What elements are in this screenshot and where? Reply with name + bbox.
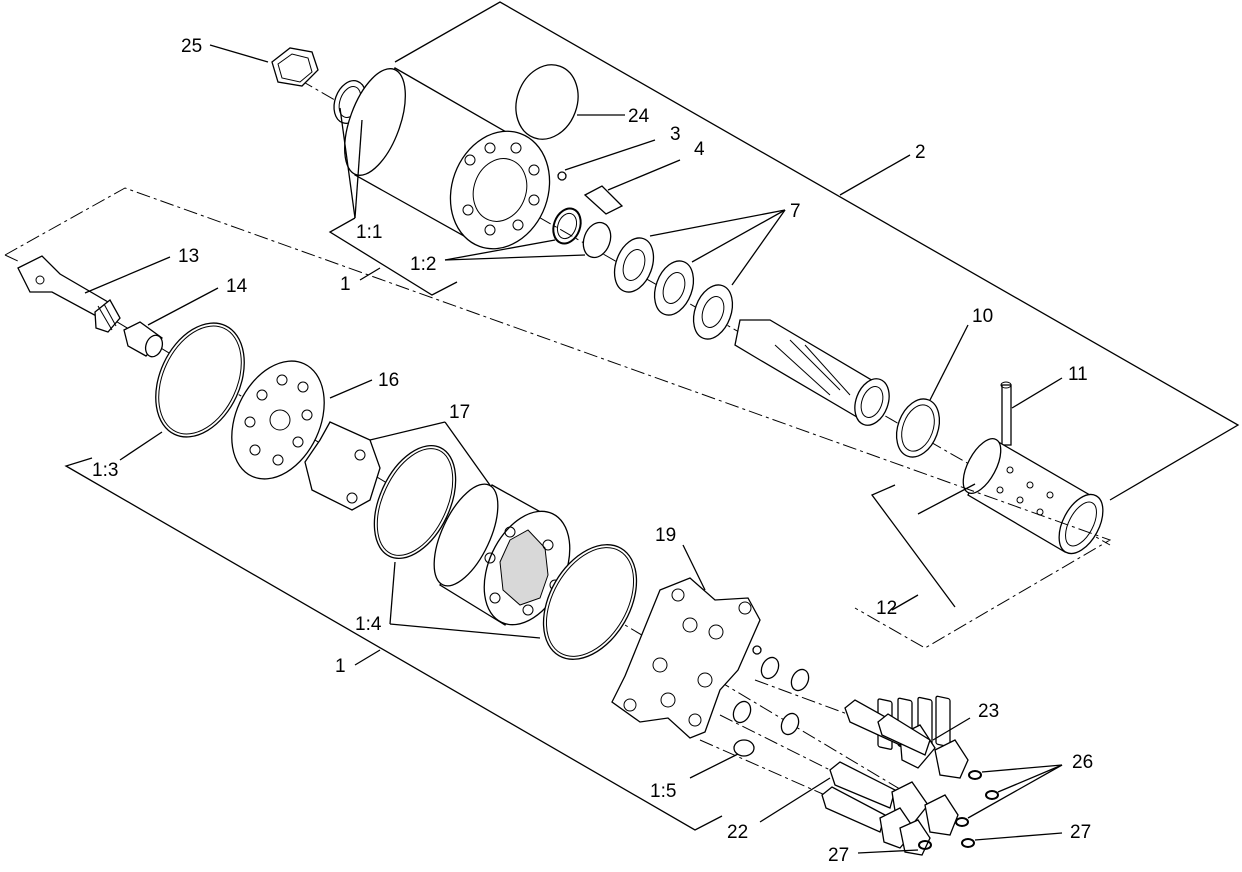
callout-3: 3 bbox=[670, 124, 681, 145]
callout-4: 4 bbox=[694, 139, 705, 160]
callout-13: 13 bbox=[178, 246, 199, 267]
o-ring-1-4 bbox=[542, 544, 638, 660]
o-ring-small-4 bbox=[780, 712, 800, 736]
leader-1-upper bbox=[359, 267, 381, 281]
leader-19 bbox=[682, 544, 706, 591]
o-ring-small-2 bbox=[790, 668, 810, 692]
leader-26c bbox=[967, 764, 1063, 819]
callout-1-5: 1:5 bbox=[650, 781, 676, 802]
housing-cylinder bbox=[344, 67, 551, 250]
leader-27a bbox=[857, 849, 919, 854]
o-ring-26b bbox=[985, 790, 999, 800]
callout-1-4: 1:4 bbox=[355, 614, 382, 635]
leader-2 bbox=[839, 154, 911, 196]
leader-7a bbox=[649, 209, 786, 237]
kit-outline bbox=[4, 187, 1112, 649]
callout-17: 17 bbox=[449, 402, 470, 423]
callout-7: 7 bbox=[790, 201, 801, 222]
callout-11: 11 bbox=[1068, 364, 1088, 385]
nut-25 bbox=[271, 47, 319, 87]
callout-1-lower: 1 bbox=[335, 656, 346, 677]
leader-22 bbox=[759, 777, 831, 823]
leader-7c bbox=[731, 209, 786, 286]
rotor-17 bbox=[304, 421, 381, 511]
leader-10 bbox=[929, 324, 969, 401]
callout-1-upper: 1 bbox=[340, 274, 351, 295]
leader-25 bbox=[209, 44, 269, 63]
leader-4 bbox=[607, 159, 681, 191]
gerotor-housing bbox=[433, 483, 571, 626]
fitting-22b bbox=[821, 786, 931, 856]
leader-1-5 bbox=[689, 753, 739, 779]
callout-1-3: 1:3 bbox=[92, 460, 118, 481]
leader-3 bbox=[564, 139, 656, 171]
pin-4 bbox=[583, 185, 624, 215]
callout-25: 25 bbox=[181, 36, 202, 57]
callout-10: 10 bbox=[972, 306, 993, 327]
ball-small bbox=[752, 645, 762, 655]
leader-13 bbox=[84, 256, 171, 294]
callout-2: 2 bbox=[915, 142, 926, 163]
leader-1-4b bbox=[389, 623, 541, 639]
ball-3 bbox=[557, 171, 567, 181]
bearing-1-2 bbox=[552, 207, 582, 245]
o-ring-1-3 bbox=[155, 322, 245, 438]
leader-1-lower bbox=[354, 649, 381, 666]
seal-1-2 bbox=[582, 221, 612, 259]
o-ring-26a bbox=[968, 770, 982, 780]
leader-26a bbox=[981, 764, 1063, 773]
leader-23 bbox=[932, 717, 971, 741]
leader-27b bbox=[974, 832, 1063, 841]
callout-22: 22 bbox=[727, 822, 748, 843]
leader-16 bbox=[329, 379, 373, 399]
callout-24: 24 bbox=[628, 106, 650, 127]
leader-11 bbox=[1011, 377, 1063, 409]
callout-26: 26 bbox=[1072, 752, 1093, 773]
leader-7b bbox=[691, 209, 786, 263]
plate-16 bbox=[231, 360, 325, 480]
leader-14 bbox=[147, 287, 219, 326]
leader-17a bbox=[369, 421, 446, 441]
o-ring-small-3 bbox=[732, 700, 752, 724]
washers-7 bbox=[613, 237, 734, 340]
o-ring-27a bbox=[918, 840, 932, 850]
leader-1-4a bbox=[389, 561, 396, 625]
callout-14: 14 bbox=[226, 276, 248, 297]
leader-12a bbox=[917, 483, 976, 515]
ring-10 bbox=[895, 398, 941, 458]
leader-17b bbox=[444, 421, 493, 489]
bracket-1-lower bbox=[64, 457, 723, 831]
leader-12 bbox=[891, 594, 919, 611]
bracket-2 bbox=[394, 1, 1240, 501]
bracket-1-upper bbox=[328, 217, 458, 296]
cover-plate-24 bbox=[515, 64, 579, 140]
leader-1-1a bbox=[339, 107, 356, 219]
sleeve bbox=[962, 438, 1104, 555]
leader-1-2a bbox=[444, 239, 556, 261]
leader-1-3 bbox=[119, 431, 163, 461]
callout-23: 23 bbox=[978, 701, 999, 722]
o-ring-small-1 bbox=[760, 656, 780, 680]
spool-assembly bbox=[734, 319, 890, 426]
o-ring-26c bbox=[955, 817, 969, 827]
callout-19: 19 bbox=[655, 525, 676, 546]
end-cap-19 bbox=[611, 577, 761, 739]
sleeve-14 bbox=[123, 321, 164, 358]
callout-27a: 27 bbox=[828, 845, 849, 866]
fitting-23b bbox=[877, 713, 931, 756]
leader-26b bbox=[997, 764, 1063, 793]
pin-11 bbox=[1001, 384, 1012, 446]
callout-1-2: 1:2 bbox=[410, 254, 436, 275]
callout-12: 12 bbox=[876, 598, 897, 619]
callout-1-1: 1:1 bbox=[356, 222, 382, 243]
drive-shaft-13 bbox=[17, 255, 121, 333]
o-ring-1-5 bbox=[733, 739, 755, 757]
bracket-12 bbox=[870, 484, 956, 608]
callout-27b: 27 bbox=[1070, 822, 1091, 843]
callout-16: 16 bbox=[378, 370, 399, 391]
o-ring-27b bbox=[961, 838, 975, 848]
